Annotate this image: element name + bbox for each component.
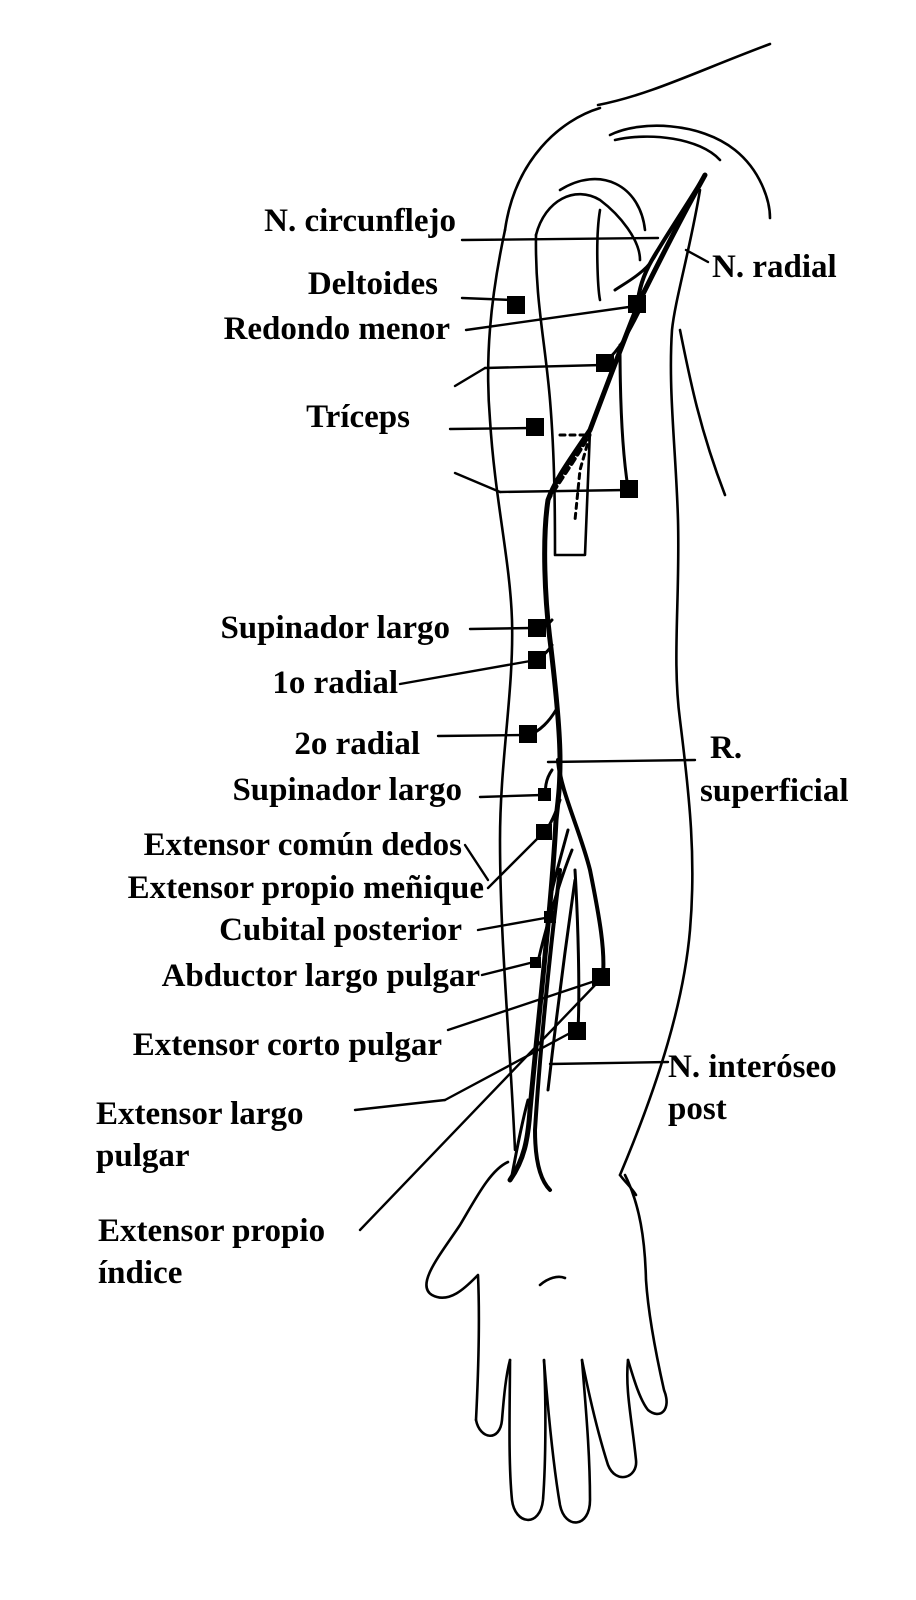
label-n-interoseo-line2: post bbox=[668, 1091, 727, 1127]
label-triceps: Tríceps bbox=[306, 399, 410, 435]
label-cubital-posterior: Cubital posterior bbox=[219, 912, 462, 948]
label-abductor-largo-pulgar: Abductor largo pulgar bbox=[162, 958, 480, 994]
label-n-radial: N. radial bbox=[712, 249, 837, 285]
label-r-superficial-line1: R. bbox=[710, 730, 742, 766]
label-n-interoseo-line1: N. interóseo bbox=[668, 1049, 837, 1085]
arm-outline bbox=[486, 42, 772, 1177]
marker-supinador-largo-1 bbox=[528, 619, 546, 637]
labels: N. circunflejo Deltoides Redondo menor T… bbox=[96, 203, 848, 1291]
label-supinador-largo-1: Supinador largo bbox=[220, 610, 450, 646]
marker-redondo-menor bbox=[596, 354, 614, 372]
label-deltoides: Deltoides bbox=[308, 266, 438, 302]
label-1o-radial: 1o radial bbox=[272, 665, 398, 701]
marker-circunflejo bbox=[628, 295, 646, 313]
label-extensor-comun-dedos: Extensor común dedos bbox=[144, 827, 463, 863]
label-2o-radial: 2o radial bbox=[294, 726, 420, 762]
marker-abductor-largo bbox=[530, 957, 541, 968]
label-supinador-largo-2: Supinador largo bbox=[232, 772, 462, 808]
label-extensor-propio-indice-line2: índice bbox=[98, 1255, 182, 1291]
label-redondo-menor: Redondo menor bbox=[224, 311, 450, 347]
label-extensor-largo-pulgar-line1: Extensor largo bbox=[96, 1096, 303, 1132]
leader-lines bbox=[353, 236, 710, 1232]
label-extensor-corto-pulgar: Extensor corto pulgar bbox=[133, 1027, 442, 1063]
marker-extensor-propio-indice bbox=[568, 1022, 586, 1040]
label-extensor-largo-pulgar-line2: pulgar bbox=[96, 1138, 190, 1174]
marker-cubital-posterior bbox=[544, 911, 556, 923]
label-extensor-propio-menique: Extensor propio meñique bbox=[128, 870, 484, 906]
marker-supinador-largo-2 bbox=[538, 788, 551, 801]
hand-outline bbox=[425, 1160, 668, 1524]
marker-triceps-2 bbox=[620, 480, 638, 498]
marker-deltoides bbox=[507, 296, 525, 314]
label-n-circunflejo: N. circunflejo bbox=[264, 203, 456, 239]
label-extensor-propio-indice-line1: Extensor propio bbox=[98, 1213, 325, 1249]
label-r-superficial-line2: superficial bbox=[700, 773, 848, 809]
marker-extensor-corto bbox=[592, 968, 610, 986]
marker-triceps-1 bbox=[526, 418, 544, 436]
marker-2o-radial bbox=[519, 725, 537, 743]
